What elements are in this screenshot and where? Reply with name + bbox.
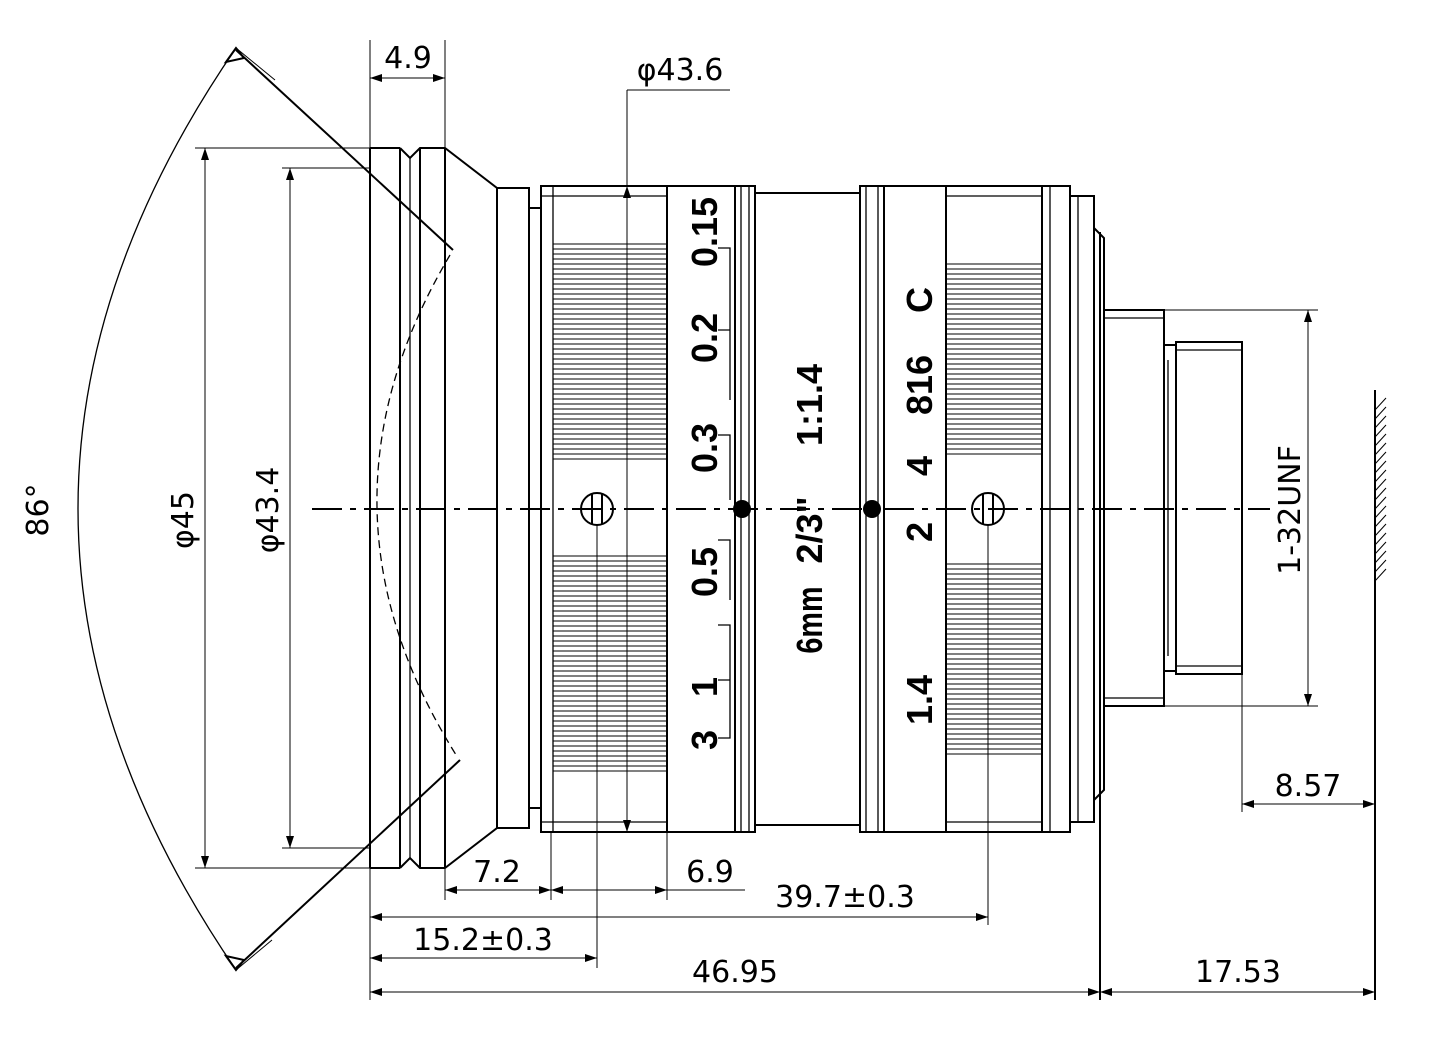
aperture-ratio-label: 1:1.4 xyxy=(789,364,830,446)
focus-index-dot xyxy=(733,500,751,518)
svg-text:8.57: 8.57 xyxy=(1275,769,1342,804)
field-angle-arc xyxy=(77,47,237,971)
focus-mark-4: 1 xyxy=(684,677,725,697)
dim-front-diameter: φ43.4 xyxy=(251,167,370,849)
dim-front-barrel: 7.2 xyxy=(444,832,552,900)
svg-text:φ43.4: φ43.4 xyxy=(251,467,286,554)
dim-thread: 1-32UNF xyxy=(1164,309,1318,707)
svg-text:46.95: 46.95 xyxy=(692,955,778,990)
dim-mount-length: 8.57 xyxy=(1241,674,1375,812)
svg-text:39.7±0.3: 39.7±0.3 xyxy=(775,880,915,915)
dim-front-flange: 4.9 xyxy=(369,40,446,148)
mount-label: C xyxy=(899,287,940,313)
iris-mark-1: 4 xyxy=(899,456,940,476)
focus-ring xyxy=(540,185,668,833)
image-plane xyxy=(1374,390,1387,1000)
focus-mark-3: 0.5 xyxy=(684,547,725,597)
c-mount xyxy=(1093,227,1243,1000)
dim-focus-screw: 15.2±0.3 xyxy=(370,525,598,968)
focus-mark-5: 3 xyxy=(684,730,725,750)
dim-flange-back: 17.53 xyxy=(1100,955,1375,996)
iris-index-dot xyxy=(863,500,881,518)
dim-overall-length: 46.95 xyxy=(370,955,1100,996)
format-label: 2/3" xyxy=(789,496,830,563)
svg-text:φ45: φ45 xyxy=(166,491,201,549)
dim-focus-ring: 6.9 xyxy=(551,832,745,900)
svg-text:15.2±0.3: 15.2±0.3 xyxy=(413,923,553,958)
fov-line-top xyxy=(235,49,454,251)
svg-text:4.9: 4.9 xyxy=(384,41,432,76)
focus-mark-1: 0.2 xyxy=(684,313,725,363)
fov-line-bottom xyxy=(235,759,461,969)
iris-mark-0: 816 xyxy=(899,355,940,415)
front-element-curve xyxy=(376,254,459,759)
dim-field-angle: 86° xyxy=(21,483,56,536)
dim-iris-screw: 39.7±0.3 xyxy=(369,525,989,1000)
svg-text:17.53: 17.53 xyxy=(1195,955,1281,990)
iris-mark-3: 1.4 xyxy=(899,675,940,725)
focus-mark-0: 0.15 xyxy=(684,197,725,267)
dim-knurl-diameter: φ43.6 xyxy=(623,53,730,832)
svg-text:7.2: 7.2 xyxy=(473,855,521,890)
focal-length-label: 6mm xyxy=(789,586,830,653)
dim-body-diameter: φ45 xyxy=(166,147,370,869)
focus-mark-2: 0.3 xyxy=(684,423,725,473)
svg-text:φ43.6: φ43.6 xyxy=(637,53,724,88)
iris-mark-2: 2 xyxy=(899,522,940,542)
svg-text:6.9: 6.9 xyxy=(686,855,734,890)
svg-text:1-32UNF: 1-32UNF xyxy=(1273,445,1308,575)
